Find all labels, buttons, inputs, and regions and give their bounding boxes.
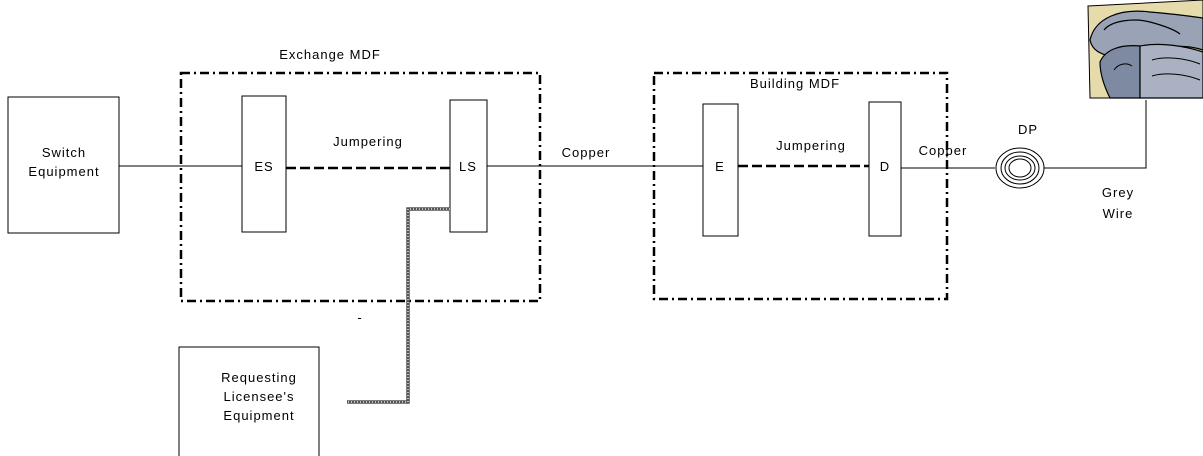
exchange-mdf-boundary xyxy=(179,71,542,303)
telephone-icon xyxy=(1084,0,1203,100)
requesting-equipment-box xyxy=(178,346,320,456)
d-block xyxy=(868,101,902,237)
licensee-tie-cable xyxy=(347,207,450,404)
exchange-mdf-title: Exchange MDF xyxy=(279,47,381,62)
requesting-equipment-line1: Requesting xyxy=(221,370,297,385)
licensee-tie-cable-hatch xyxy=(347,208,450,403)
grey-wire-line xyxy=(1044,97,1147,169)
d-label: D xyxy=(880,159,890,174)
es-label: ES xyxy=(254,159,273,174)
switch-equipment-line2: Equipment xyxy=(28,164,99,179)
switch-equipment-line1: Switch xyxy=(42,145,86,160)
exchange-jumper-label: Jumpering xyxy=(333,134,403,149)
building-mdf-title: Building MDF xyxy=(750,76,840,91)
dp-coil xyxy=(995,147,1045,189)
ls-block xyxy=(449,99,488,233)
building-mdf-boundary xyxy=(652,71,949,301)
dp-label: DP xyxy=(1018,122,1038,137)
requesting-equipment-line2: Licensee's xyxy=(223,389,294,404)
requesting-equipment-line3: Equipment xyxy=(223,408,294,423)
e-block xyxy=(702,103,739,237)
building-jumper-label: Jumpering xyxy=(776,138,846,153)
switch-equipment-box xyxy=(7,96,120,234)
e-label: E xyxy=(715,159,725,174)
copper-label-2: Copper xyxy=(919,143,968,158)
stray-mark: - xyxy=(357,310,362,325)
copper-label-1: Copper xyxy=(562,145,611,160)
grey-wire-line1: Grey xyxy=(1102,185,1134,200)
es-block xyxy=(241,95,287,233)
grey-wire-line2: Wire xyxy=(1103,206,1134,221)
ls-label: LS xyxy=(459,159,477,174)
